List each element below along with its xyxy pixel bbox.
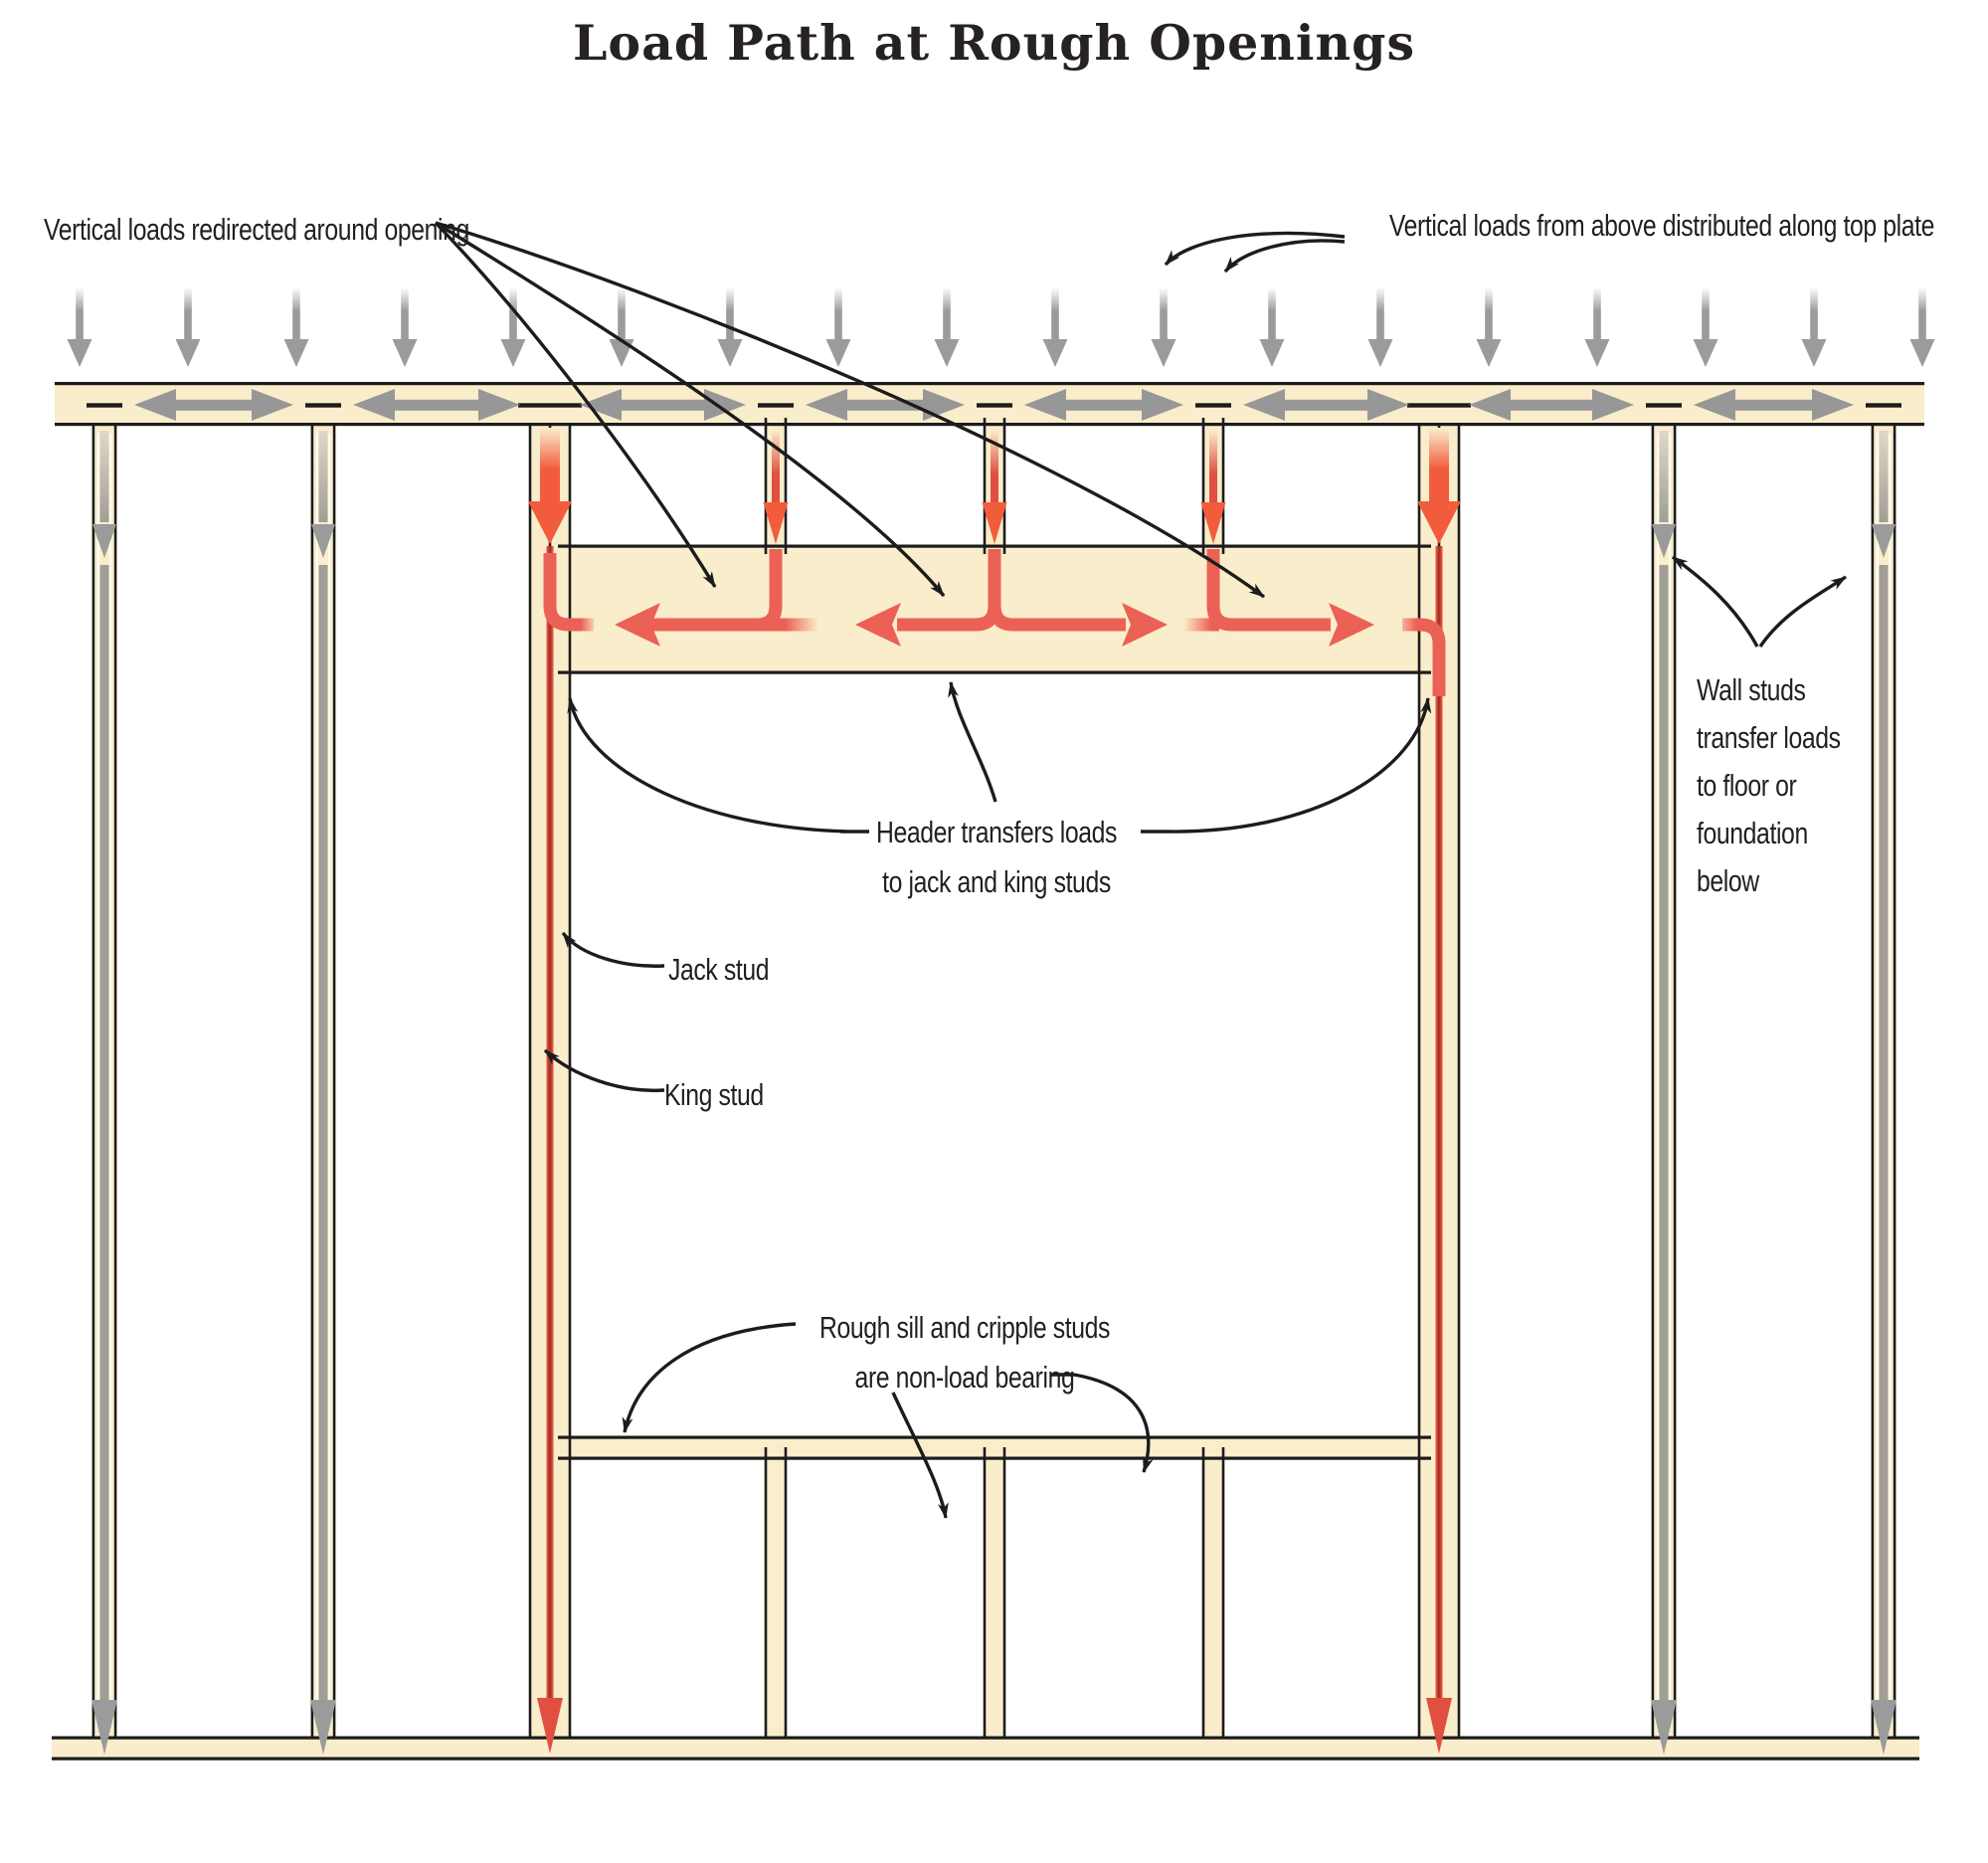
label-wall-studs-line2: transfer loads [1697, 720, 1841, 755]
label-rough-sill: Rough sill and cripple studs are non-loa… [782, 1303, 1148, 1402]
label-rough-sill-line1: Rough sill and cripple studs [818, 1310, 1111, 1345]
leader-arrows [434, 221, 1847, 1519]
label-king-stud: King stud [664, 1077, 764, 1112]
label-wall-studs: Wall studs transfer loads to floor or fo… [1697, 666, 1841, 905]
page-title: Load Path at Rough Openings [572, 14, 1416, 72]
label-rough-sill-line2: are non-load bearing [854, 1360, 1075, 1395]
label-header-transfers-line1: Header transfers loads [875, 815, 1118, 849]
label-header-transfers-line2: to jack and king studs [882, 864, 1111, 899]
label-loads-redirected: Vertical loads redirected around opening [44, 212, 469, 247]
wall-stud-arrows [91, 431, 1897, 1755]
label-header-transfers: Header transfers loads to jack and king … [813, 808, 1179, 907]
top-plate-distribution-arrows [134, 389, 1854, 421]
gravity-load-arrows [67, 287, 1935, 367]
header-load-path [543, 549, 1446, 696]
label-wall-studs-line3: to floor or [1697, 768, 1797, 803]
label-loads-distributed: Vertical loads from above distributed al… [1388, 208, 1935, 243]
label-wall-studs-line5: below [1697, 863, 1759, 898]
red-load-elements [528, 428, 1461, 1754]
label-jack-stud: Jack stud [668, 952, 770, 987]
label-wall-studs-line4: foundation [1697, 816, 1808, 850]
label-wall-studs-line1: Wall studs [1697, 672, 1806, 707]
